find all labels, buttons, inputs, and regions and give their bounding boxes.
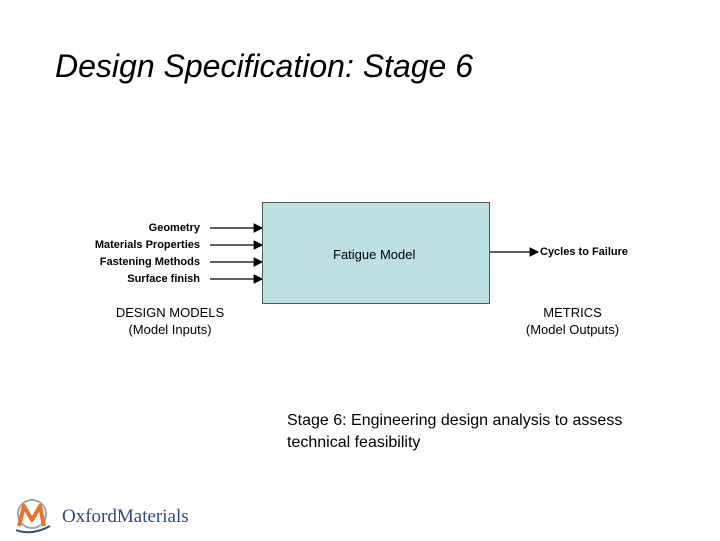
stage-description: Stage 6: Engineering design analysis to … — [287, 412, 623, 451]
design-models-caption-line1: DESIGN MODELS — [115, 305, 225, 320]
oxford-materials-logo: OxfordMaterials — [10, 496, 220, 536]
fatigue-model-box: Fatigue Model — [262, 202, 490, 304]
output-label: Cycles to Failure — [540, 246, 629, 258]
page-title: Design Specification: Stage 6 — [55, 48, 474, 84]
input-label-materials-properties: Materials Properties — [94, 239, 200, 251]
metrics-caption-line1: METRICS — [543, 305, 602, 320]
input-label-surface-finish: Surface finish — [127, 273, 200, 285]
logo-text: OxfordMaterials — [62, 506, 189, 527]
model-label: Fatigue Model — [333, 247, 416, 262]
design-models-caption: DESIGN MODELS (Model Inputs) — [100, 304, 240, 338]
design-models-caption-line2: (Model Inputs) — [128, 322, 212, 337]
model-inputs-list: Geometry Materials Properties Fastening … — [40, 220, 200, 288]
metrics-caption-line2: (Model Outputs) — [525, 322, 620, 337]
input-label-fastening-methods: Fastening Methods — [99, 256, 200, 268]
metrics-caption: METRICS (Model Outputs) — [500, 304, 645, 338]
input-label-geometry: Geometry — [148, 222, 200, 234]
oxford-materials-logo-icon — [15, 499, 51, 534]
